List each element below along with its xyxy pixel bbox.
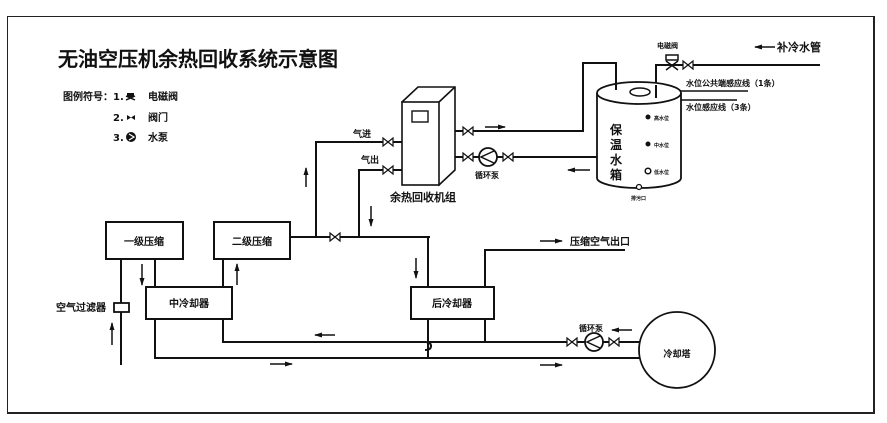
- water-pump-icon: [126, 132, 136, 142]
- valve-icon: [382, 136, 394, 148]
- valves: [329, 54, 694, 348]
- pump-upper-label: 循环泵: [474, 170, 499, 180]
- valve-icon: [462, 151, 474, 163]
- pump-lower-label: 循环泵: [578, 323, 603, 333]
- stage1-compressor-box: [105, 221, 184, 260]
- air-in-label: 气进: [352, 128, 371, 140]
- air-filter-label: 空气过滤器: [56, 301, 107, 314]
- air-filter-icon: [113, 302, 130, 313]
- pipes: [120, 62, 820, 365]
- circulation-pump-lower: [584, 332, 604, 352]
- solenoid-valve-icon: [665, 54, 679, 71]
- flow-arrows: [109, 44, 775, 368]
- valve-icon: [382, 164, 394, 176]
- insulated-water-tank: [596, 81, 682, 191]
- aftercooler-label: 后冷却器: [432, 297, 473, 310]
- tank-lid-icon: [629, 87, 651, 97]
- low-level-label: 低水位: [653, 169, 669, 176]
- high-level-sensor-icon: [645, 114, 651, 120]
- stage1-label: 一级压缩: [124, 235, 164, 248]
- valve-icon: [502, 151, 514, 163]
- heat-recovery-unit: [401, 86, 456, 187]
- compressed-air-outlet-label: 压缩空气出口: [570, 235, 630, 248]
- tank-char-4: 箱: [610, 167, 622, 182]
- tank-char-2: 温: [610, 138, 622, 152]
- cooling-tower-label: 冷却塔: [663, 348, 691, 360]
- tank-char-1: 保: [609, 122, 623, 137]
- valve-icon: [608, 336, 620, 348]
- solenoid-valve-icon: [125, 93, 136, 101]
- diagram-title: 无油空压机余热回收系统示意图: [58, 47, 338, 71]
- air-out-label: 气出: [360, 154, 379, 166]
- diagram-frame: [7, 16, 875, 414]
- intercooler-box: [145, 286, 233, 320]
- drain-icon: [635, 183, 643, 191]
- tank-char-3: 水: [610, 152, 623, 167]
- common-sensor-label: 水位公共端感应线（1条）: [685, 78, 780, 88]
- level-sensors-label: 水位感应线（3条）: [685, 102, 756, 112]
- intercooler-label: 中冷却器: [169, 297, 210, 310]
- stage2-label: 二级压缩: [232, 235, 272, 248]
- stage2-compressor-box: [213, 221, 291, 260]
- legend-label-1: 电磁阀: [148, 90, 178, 103]
- valve-icon: [329, 231, 341, 243]
- mid-level-sensor-icon: [645, 141, 651, 147]
- legend-heading: 图例符号：: [63, 90, 113, 103]
- control-panel-icon: [411, 110, 429, 123]
- cooling-tower: [638, 311, 716, 389]
- valve-icon: [127, 115, 135, 120]
- legend-label-3: 水泵: [147, 131, 169, 144]
- mid-level-label: 中水位: [654, 142, 669, 149]
- heat-recovery-label: 余热回收机组: [389, 190, 456, 204]
- valve-icon: [682, 59, 694, 71]
- circulation-pump-upper: [478, 147, 498, 167]
- legend-num-3: 3.: [113, 133, 124, 144]
- legend-num-1: 1.: [113, 92, 124, 103]
- valve-icon: [462, 125, 474, 137]
- legend-label-2: 阀门: [148, 111, 168, 124]
- makeup-pipe-label: 补冷水管: [776, 40, 821, 54]
- high-level-label: 高水位: [654, 115, 669, 122]
- drain-label: 排污口: [631, 195, 646, 202]
- legend: 图例符号： 1. 电磁阀 2. 阀门 3. 水泵: [63, 90, 178, 144]
- valve-icon: [566, 336, 578, 348]
- legend-num-2: 2.: [113, 113, 124, 124]
- low-level-sensor-icon: [644, 167, 652, 175]
- aftercooler-box: [410, 286, 495, 320]
- tank-solenoid-label: 电磁阀: [657, 41, 678, 50]
